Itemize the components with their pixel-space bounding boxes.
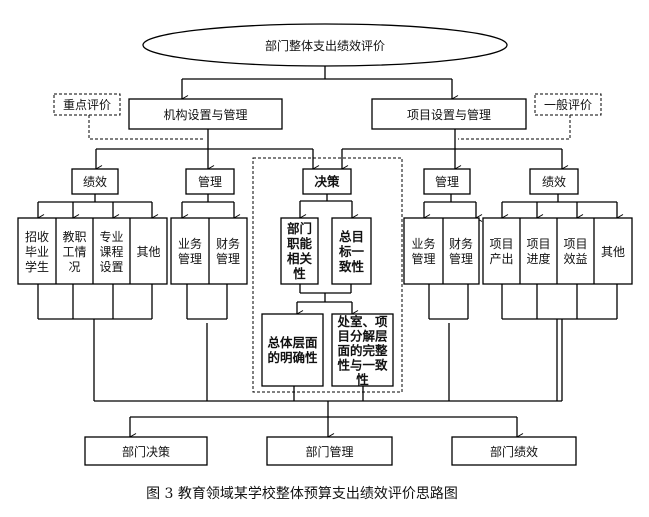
root-label: 部门整体支出绩效评价 <box>265 38 385 53</box>
output-department-performance: 部门绩效 <box>451 436 577 466</box>
svg-text:项目: 项目 <box>526 237 550 251</box>
svg-text:致性: 致性 <box>339 259 365 274</box>
svg-text:招收: 招收 <box>25 230 49 244</box>
svg-text:一般评价: 一般评价 <box>544 97 592 112</box>
svg-text:总体层面: 总体层面 <box>267 335 318 350</box>
svg-text:总目: 总目 <box>339 229 364 244</box>
figure-caption: 图 3 教育领域某学校整体预算支出绩效评价思路图 <box>146 485 458 502</box>
svg-text:况: 况 <box>68 260 80 274</box>
svg-text:标一: 标一 <box>338 244 365 259</box>
svg-text:相关: 相关 <box>287 251 313 266</box>
svg-text:进度: 进度 <box>526 251 550 266</box>
svg-text:项目: 项目 <box>563 237 587 251</box>
svg-text:财务: 财务 <box>216 236 240 251</box>
svg-text:管理: 管理 <box>449 251 473 266</box>
svg-text:重点评价: 重点评价 <box>63 98 111 112</box>
svg-text:绩效: 绩效 <box>83 174 107 189</box>
level1-connectors <box>95 129 569 173</box>
svg-text:部门: 部门 <box>287 221 312 236</box>
svg-text:毕业: 毕业 <box>25 245 49 259</box>
svg-text:面的完整: 面的完整 <box>337 343 388 358</box>
node-project-setup: 项目设置与管理 <box>371 98 527 130</box>
svg-text:职能: 职能 <box>287 236 313 251</box>
svg-text:管理: 管理 <box>216 251 240 266</box>
svg-text:工情: 工情 <box>62 245 86 259</box>
svg-text:项目设置与管理: 项目设置与管理 <box>407 107 491 122</box>
svg-text:专业: 专业 <box>99 229 123 244</box>
svg-text:部门绩效: 部门绩效 <box>490 444 538 459</box>
svg-text:管理: 管理 <box>198 174 222 189</box>
svg-text:效益: 效益 <box>563 251 587 266</box>
svg-text:其他: 其他 <box>601 245 625 259</box>
svg-text:设置: 设置 <box>99 260 123 274</box>
svg-text:课程: 课程 <box>99 244 123 259</box>
svg-text:管理: 管理 <box>178 251 202 266</box>
root-node: 部门整体支出绩效评价 <box>142 23 508 67</box>
svg-text:性: 性 <box>355 372 369 387</box>
output-connectors <box>94 319 563 441</box>
node-institution-setup: 机构设置与管理 <box>128 98 283 130</box>
svg-text:性与一致: 性与一致 <box>336 358 388 373</box>
svg-text:机构设置与管理: 机构设置与管理 <box>163 107 247 122</box>
tag-key-evaluation: 重点评价 <box>53 93 204 140</box>
decision-group-border <box>252 157 403 393</box>
svg-text:部门管理: 部门管理 <box>305 444 353 459</box>
svg-text:产出: 产出 <box>489 252 513 266</box>
svg-text:管理: 管理 <box>435 174 459 189</box>
svg-text:性: 性 <box>292 266 306 281</box>
svg-text:财务: 财务 <box>449 236 473 251</box>
svg-text:项目: 项目 <box>489 237 513 251</box>
svg-text:业务: 业务 <box>411 236 435 251</box>
svg-text:的明确性: 的明确性 <box>267 350 318 365</box>
svg-text:管理: 管理 <box>411 251 435 266</box>
output-department-decision: 部门决策 <box>84 436 208 466</box>
svg-text:学生: 学生 <box>25 259 49 274</box>
output-department-management: 部门管理 <box>266 436 393 466</box>
svg-text:处室、项: 处室、项 <box>336 314 388 329</box>
svg-text:其他: 其他 <box>136 245 160 259</box>
svg-text:教职: 教职 <box>62 229 86 244</box>
svg-text:部门决策: 部门决策 <box>122 444 170 459</box>
tag-general-evaluation: 一般评价 <box>458 93 602 140</box>
svg-text:决策: 决策 <box>314 174 340 189</box>
svg-text:绩效: 绩效 <box>542 174 566 189</box>
svg-text:业务: 业务 <box>178 236 202 251</box>
svg-text:目分解层: 目分解层 <box>337 329 388 344</box>
root-connectors <box>181 66 459 103</box>
